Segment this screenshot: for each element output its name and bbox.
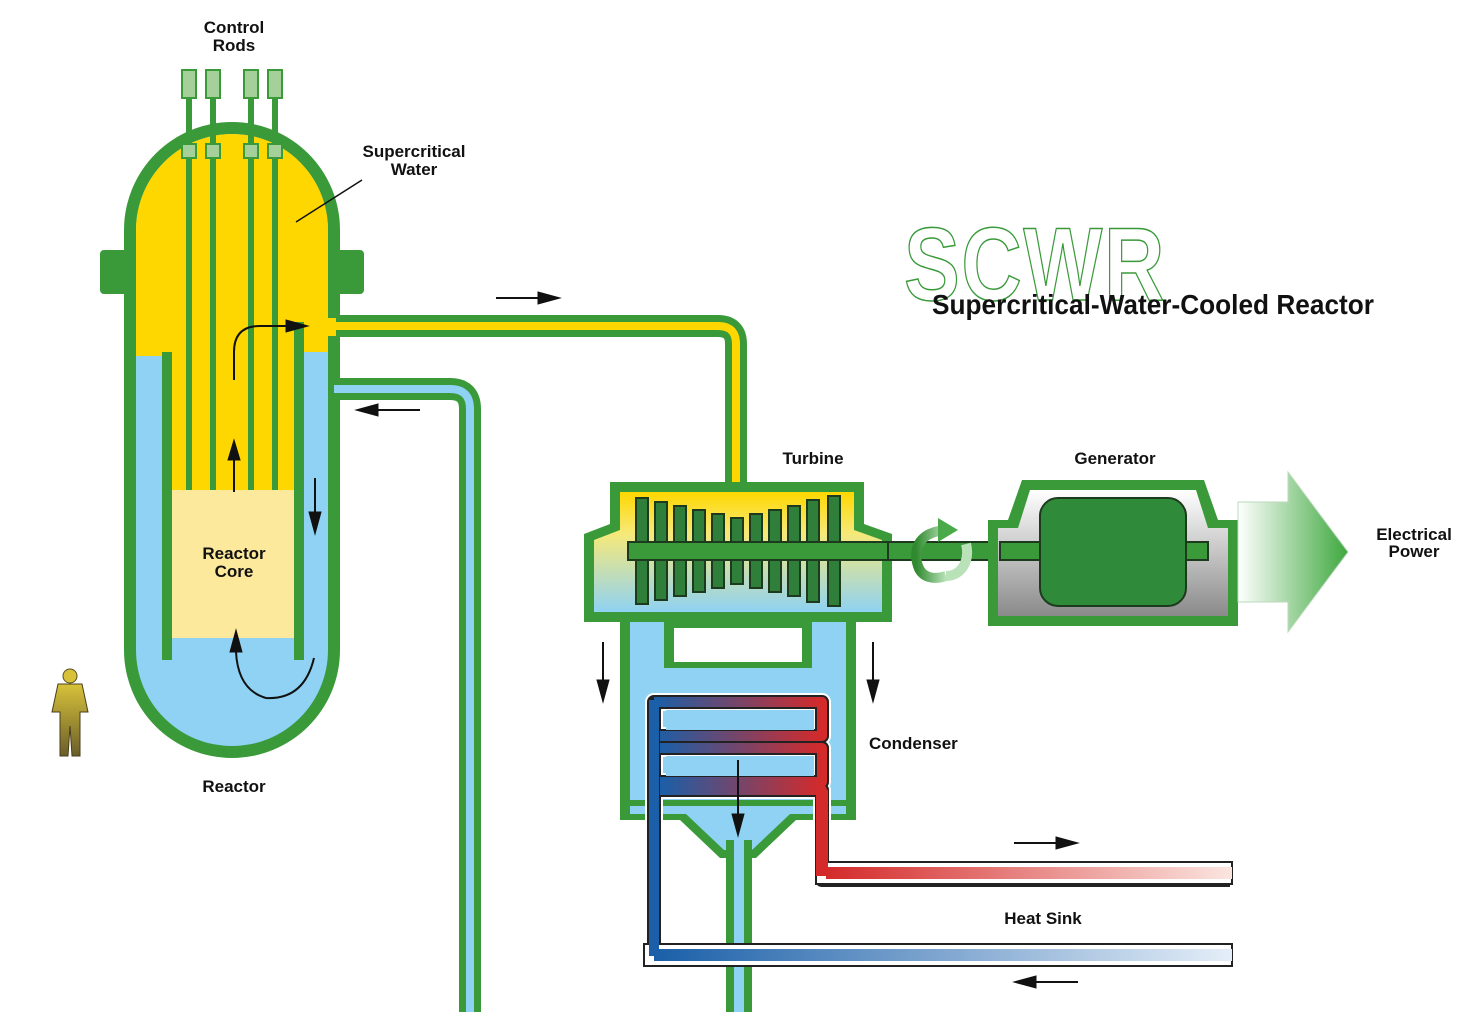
rotation-arrow-icon (911, 518, 972, 583)
electrical-power-label-1: Electrical (1376, 525, 1452, 544)
reactor-label: Reactor (202, 777, 266, 796)
logo-acronym: SCWR (904, 207, 1166, 323)
generator-label: Generator (1074, 449, 1156, 468)
heat-sink-label: Heat Sink (1004, 909, 1082, 928)
supercritical-water-label-1: Supercritical (363, 142, 466, 161)
supercritical-water-label-2: Water (391, 160, 438, 179)
feedwater-return-pipe (334, 378, 481, 1012)
control-rods-label-1: Control (204, 18, 264, 37)
labels: Control Rods Supercritical Water Reactor… (202, 18, 1451, 928)
logo-full-name: Supercritical-Water-Cooled Reactor (932, 289, 1374, 320)
electrical-power-arrow (1237, 470, 1349, 634)
person-scale-icon (51, 668, 89, 757)
reactor-core-label-1: Reactor (202, 544, 266, 563)
condenser-label: Condenser (869, 734, 958, 753)
heat-sink-pipes (643, 700, 1233, 967)
reactor-vessel (100, 122, 364, 758)
turbine-label: Turbine (782, 449, 843, 468)
scwr-logo: SCWR Supercritical-Water-Cooled Reactor (903, 206, 1374, 324)
generator (988, 480, 1238, 626)
electrical-power-label-2: Power (1388, 542, 1439, 561)
reactor-core-label-2: Core (215, 562, 254, 581)
control-rods-label-2: Rods (213, 36, 256, 55)
reactor-core (172, 490, 294, 638)
supercritical-water-leader (295, 179, 363, 223)
control-rods (181, 69, 283, 490)
flow-arrows (227, 291, 1080, 989)
hot-steam-pipe (336, 315, 747, 490)
